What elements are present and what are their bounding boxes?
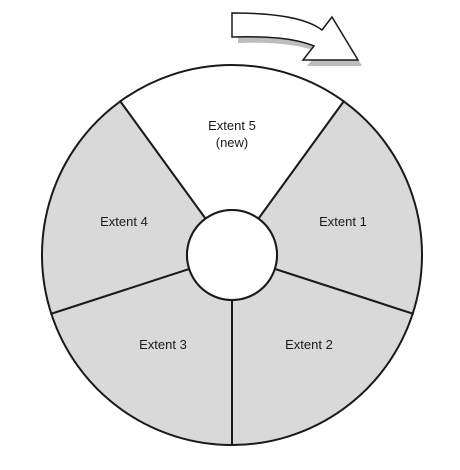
extent-2-label: Extent 2 [285,337,333,352]
extent-4-label: Extent 4 [100,214,148,229]
extent-2-label-line: Extent 2 [285,337,333,352]
clockwise-arrow-icon [231,12,362,66]
extent-1-label-line: Extent 1 [319,214,367,229]
extent-3-label-line: Extent 3 [139,337,187,352]
ring-hub [186,209,278,301]
extent-1-label: Extent 1 [319,214,367,229]
extent-4-label-line: Extent 4 [100,214,148,229]
extent-5-label-line: (new) [216,135,249,150]
extent-3-label: Extent 3 [139,337,187,352]
extent-5-label: Extent 5 (new) [208,118,256,150]
extent-5-label-line: Extent 5 [208,118,256,133]
extent-labels: Extent 1 Extent 2 Extent 3 Extent 4 Extent 5… [100,118,367,352]
